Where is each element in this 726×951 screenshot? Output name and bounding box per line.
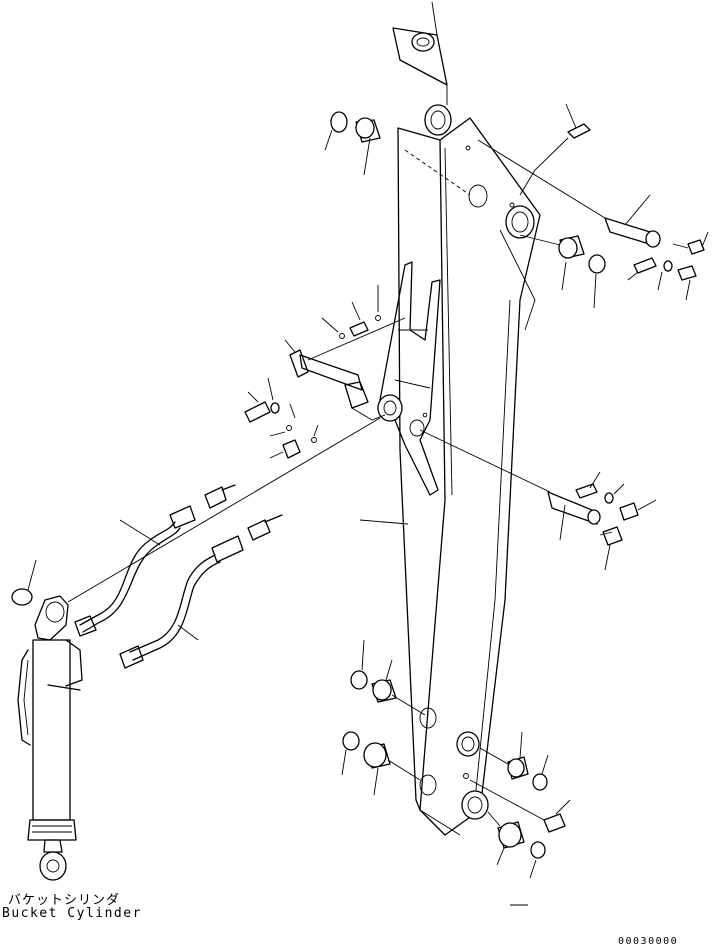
- link-bracket: [377, 261, 441, 496]
- bucket-cylinder: [11, 559, 83, 881]
- lower-link-pin-group: [419, 429, 657, 571]
- bucket-cylinder-label-jp: バケットシリンダ: [8, 893, 121, 908]
- hydraulic-hoses: [67, 417, 381, 669]
- arm-leader-line: [359, 519, 409, 525]
- arm-body: [397, 104, 541, 836]
- top-pin-group: [324, 1, 709, 309]
- drawing-code: 00030000: [618, 936, 679, 947]
- bucket-cylinder-label-en: Bucket Cylinder: [2, 906, 142, 921]
- bottom-bushings: [341, 639, 571, 879]
- link-pin-assembly: [244, 285, 406, 459]
